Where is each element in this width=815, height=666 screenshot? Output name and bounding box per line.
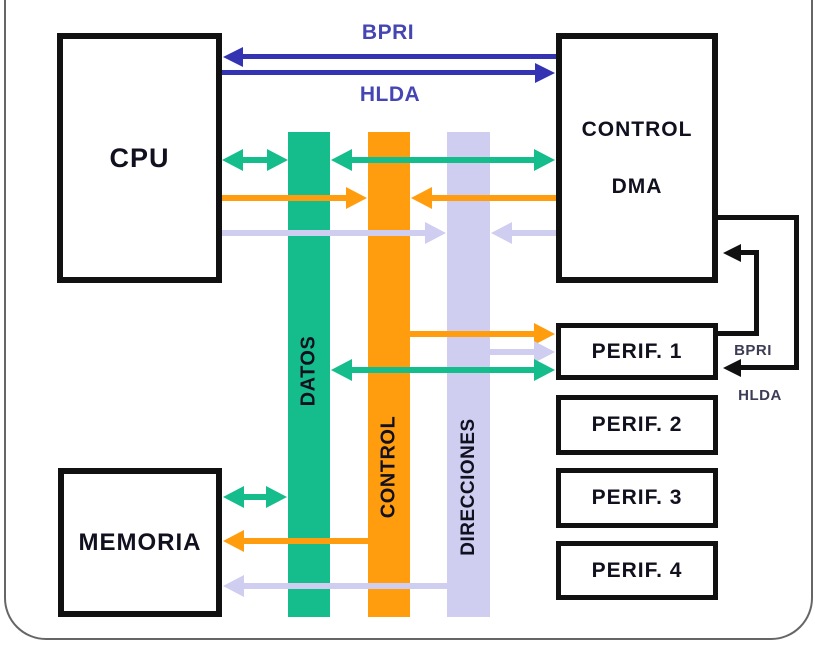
memoria-datos-arrow [243,494,267,500]
memoria-box: MEMORIA [58,468,222,617]
dma-label-line2: DMA [611,174,663,198]
perif3-box: PERIF. 3 [556,468,718,528]
cpu-datos-arrow [242,157,268,163]
hlda-top-label: HLDA [359,83,421,106]
bpri-right-label: BPRI [734,342,772,359]
perif2-label: PERIF. 2 [591,413,683,436]
dma-control-arrow [431,195,556,201]
perif1-label: PERIF. 1 [591,339,683,363]
hlda-path-vertical-segment [794,215,799,370]
direcciones-bus: DIRECCIONES [447,132,490,617]
dma-direcciones-arrow [511,230,556,236]
control-bus: CONTROL [368,132,410,617]
direcciones-perif1-arrow [490,349,535,355]
bpri-arrow-perif1-to-dma [740,250,759,255]
cpu-label: CPU [109,142,170,173]
control-perif1-arrow [410,331,535,337]
hlda-right-label: HLDA [738,387,782,404]
bpri-path-vertical-segment [754,250,759,336]
perif4-box: PERIF. 4 [556,541,718,600]
direcciones-bus-label: DIRECCIONES [457,418,479,556]
dma-label-line1: CONTROL [581,117,693,141]
datos-bus-label: DATOS [297,335,320,407]
slide-border [4,0,813,640]
hlda-arrow-dma-to-perif1 [740,365,794,370]
direcciones-memoria-arrow [243,583,447,589]
memoria-label: MEMORIA [78,528,202,556]
perif1-box: PERIF. 1 [556,323,718,380]
control-bus-label: CONTROL [377,415,400,519]
control-memoria-arrow [243,538,368,544]
hlda-path-top-segment [718,215,799,220]
cpu-direcciones-arrow [222,230,426,236]
bpri-arrow-dma-to-cpu [242,54,556,59]
bpri-path-bottom-segment [718,331,759,336]
datos-bus: DATOS [288,132,330,617]
perif3-label: PERIF. 3 [591,486,683,509]
cpu-box: CPU [57,33,222,283]
hlda-arrow-cpu-to-dma [222,70,536,75]
datos-dma-arrow [351,157,535,163]
datos-perif1-arrow [351,367,535,373]
perif2-box: PERIF. 2 [556,395,718,455]
dma-box: CONTROL DMA [556,33,718,283]
cpu-control-arrow [222,195,347,201]
perif4-label: PERIF. 4 [591,558,683,582]
bpri-top-label: BPRI [361,21,415,44]
